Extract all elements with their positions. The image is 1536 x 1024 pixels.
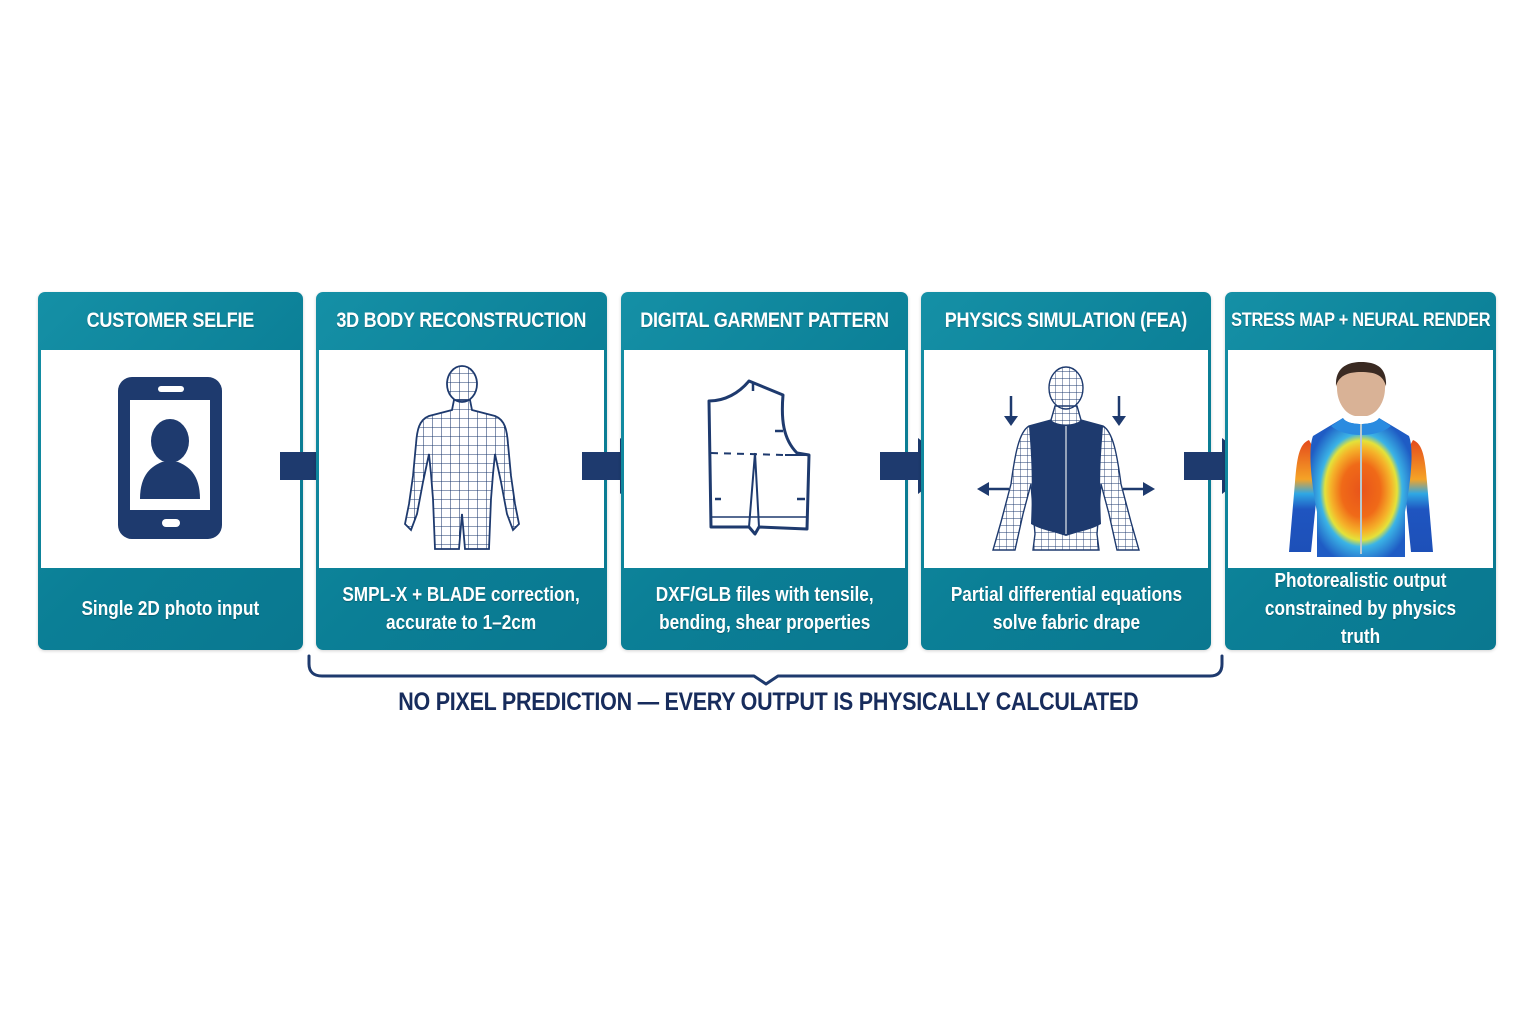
step-description: Photorealistic output constrained by phy… xyxy=(1264,570,1457,648)
pipeline-caption: NO PIXEL PREDICTION — EVERY OUTPUT IS PH… xyxy=(397,688,1139,716)
step-title: CUSTOMER SELFIE xyxy=(86,309,255,332)
step-description: SMPL-X + BLADE correction, accurate to 1… xyxy=(342,584,581,634)
step-card-digital-garment-pattern: DIGITAL GARMENT PATTERN DXF/GLB files wi… xyxy=(621,292,908,650)
step-description: Partial differential equations solve fab… xyxy=(950,584,1182,634)
stress-heatmap-render-icon xyxy=(1288,361,1433,557)
step-illustration xyxy=(924,350,1208,568)
step-title: STRESS MAP + NEURAL RENDER xyxy=(1230,310,1491,331)
step-card-physics-simulation: PHYSICS SIMULATION (FEA) Partial differe… xyxy=(921,292,1211,650)
step-title: DIGITAL GARMENT PATTERN xyxy=(640,309,889,332)
step-card-customer-selfie: CUSTOMER SELFIE Single 2D photo input xyxy=(38,292,303,650)
step-description: Single 2D photo input xyxy=(81,598,260,620)
step-title: PHYSICS SIMULATION (FEA) xyxy=(944,309,1188,332)
step-illustration xyxy=(1228,350,1493,568)
smartphone-selfie-icon xyxy=(117,377,222,539)
step-illustration xyxy=(319,350,604,568)
curly-bracket-icon xyxy=(307,654,1224,686)
step-description: DXF/GLB files with tensile, bending, she… xyxy=(655,584,874,634)
step-card-stress-map-neural-render: STRESS MAP + NEURAL RENDER xyxy=(1225,292,1496,650)
vest-force-simulation-icon xyxy=(977,366,1155,551)
step-title: 3D BODY RECONSTRUCTION xyxy=(336,309,587,332)
step-card-3d-body-reconstruction: 3D BODY RECONSTRUCTION SMPL-X + BLADE co… xyxy=(316,292,607,650)
wireframe-body-mesh-icon xyxy=(403,365,520,550)
step-illustration xyxy=(624,350,905,568)
step-illustration xyxy=(41,350,300,568)
garment-pattern-icon xyxy=(707,379,810,536)
